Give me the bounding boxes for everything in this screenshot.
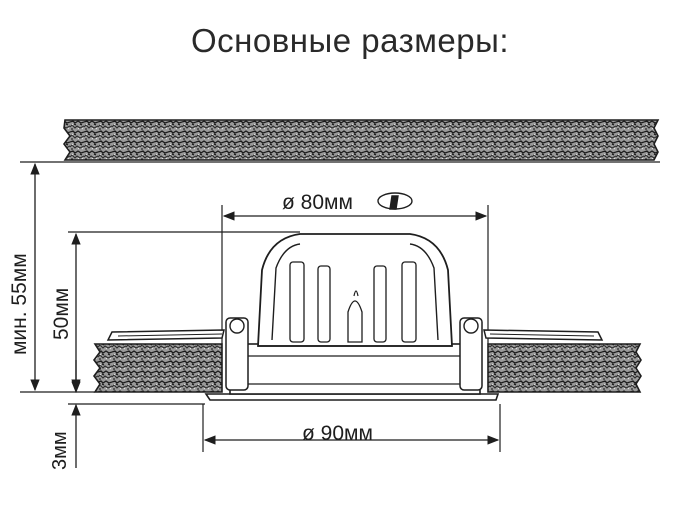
extension-lines <box>20 161 660 452</box>
fixture-height-label: 50мм <box>50 288 73 340</box>
rim-thickness-label: 3мм <box>49 431 71 470</box>
ceiling-height-label: мин. 55мм <box>8 253 31 355</box>
ceiling-board-right <box>487 343 642 393</box>
ceiling-board-left <box>93 343 223 393</box>
led-downlight-fixture <box>106 233 604 401</box>
dimension-arrows <box>30 162 500 468</box>
page-title: Основные размеры: <box>191 22 509 59</box>
rim-diameter-label: ø 90мм <box>302 422 373 445</box>
cutout-diameter-label: ø 80мм <box>282 191 353 214</box>
upper-ceiling-slab <box>63 119 660 161</box>
hole-cutter-icon <box>377 192 413 210</box>
